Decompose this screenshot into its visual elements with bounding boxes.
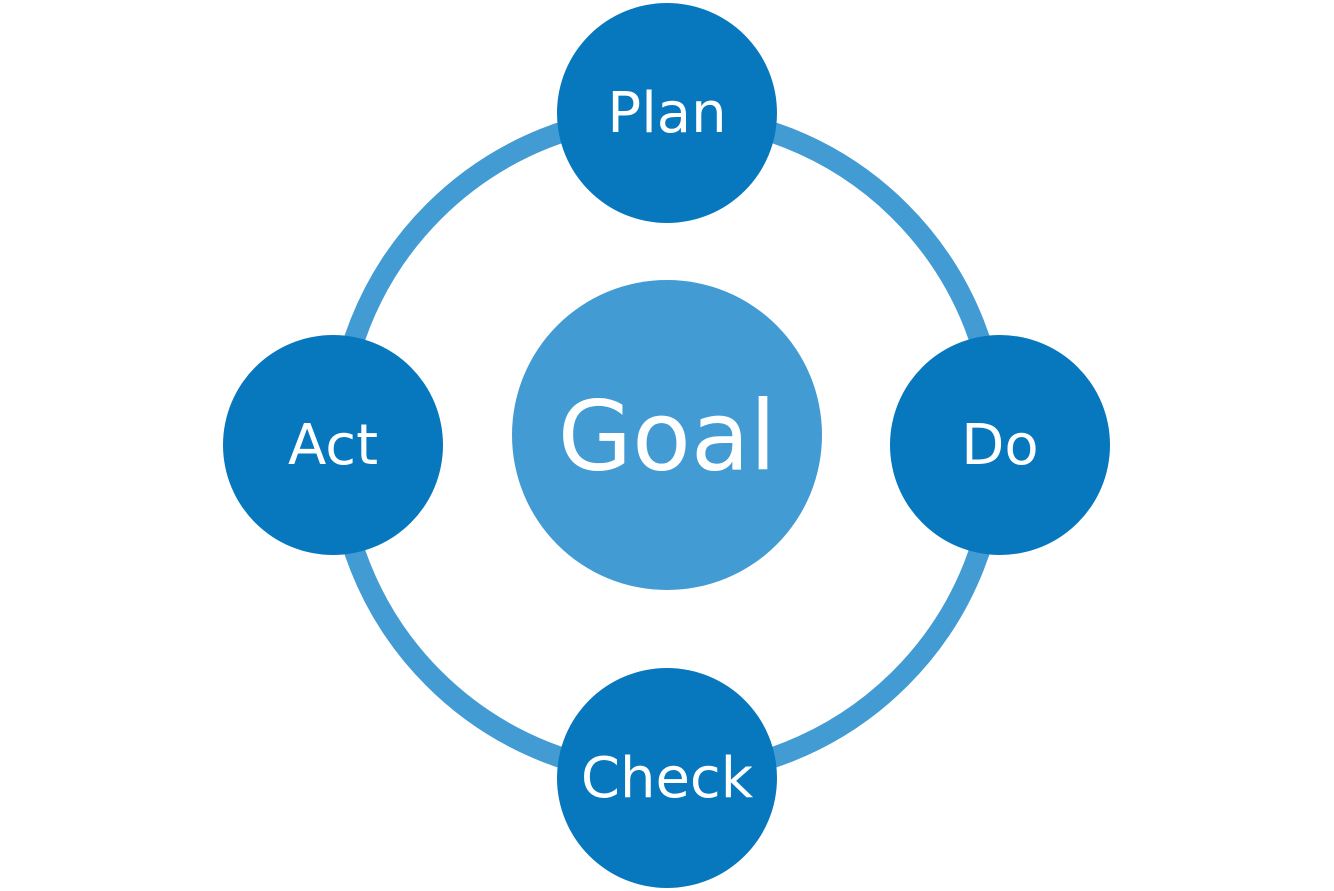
plan-circle-shape[interactable]: [557, 3, 777, 223]
check-circle-shape[interactable]: [557, 668, 777, 888]
do-label: Do: [961, 413, 1038, 478]
goal-circle-shape[interactable]: [512, 280, 822, 590]
cycle-node-act[interactable]: Act: [223, 335, 443, 555]
goal-label: Goal: [558, 380, 777, 492]
plan-label: Plan: [607, 81, 726, 146]
cycle-node-check[interactable]: Check: [557, 668, 777, 888]
cycle-node-plan[interactable]: Plan: [557, 3, 777, 223]
center-node-goal[interactable]: Goal: [512, 280, 822, 590]
act-label: Act: [288, 413, 378, 478]
cycle-node-do[interactable]: Do: [890, 335, 1110, 555]
act-circle-shape[interactable]: [223, 335, 443, 555]
do-circle-shape[interactable]: [890, 335, 1110, 555]
check-label: Check: [581, 746, 754, 811]
